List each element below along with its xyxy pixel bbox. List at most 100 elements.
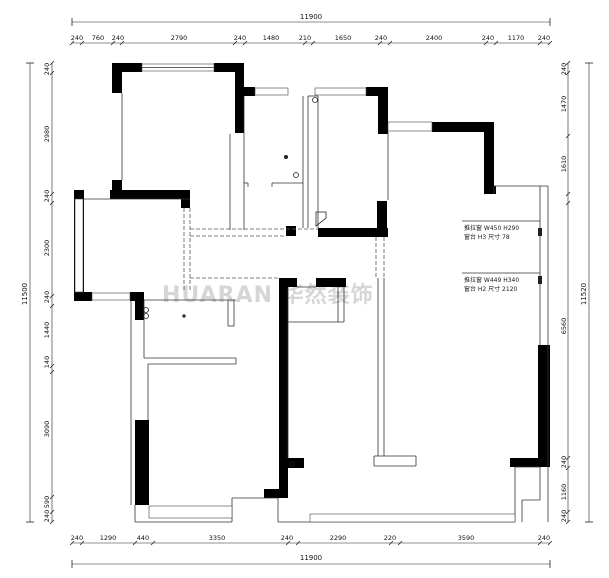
left-tick [49, 303, 55, 309]
left-tick [49, 509, 55, 515]
right-dim-1: 1470 [560, 96, 568, 113]
bottom-dim-3: 3350 [209, 534, 226, 542]
left-dim-8: 590 [43, 496, 51, 508]
window-left-room [74, 198, 84, 293]
window-note-1-line1: 推拉窗 W450 H290 [464, 224, 519, 232]
left-dim-2: 240 [43, 190, 51, 202]
top-dim-3: 2790 [171, 34, 188, 42]
left-dim-7: 3090 [43, 421, 51, 438]
bottom-dim-6: 220 [384, 534, 396, 542]
right-dim-5: 1160 [560, 484, 568, 501]
left-tick [49, 70, 55, 76]
bottom-tick [69, 540, 75, 546]
top-tick [547, 40, 553, 46]
right-dim-2: 1610 [560, 156, 568, 173]
left-dim-0: 240 [43, 63, 51, 75]
bottom-dim-7: 3590 [458, 534, 475, 542]
floor-drain-icon [182, 314, 186, 318]
pipe-icon [538, 276, 542, 284]
bottom-dim-2: 440 [137, 534, 149, 542]
top-tick [310, 40, 316, 46]
bottom-tick [547, 540, 553, 546]
window-note-1-line2: 窗台 H3 尺寸 78 [464, 233, 510, 241]
left-dim-9: 240 [43, 510, 51, 522]
top-tick [537, 40, 543, 46]
right-dimensions: 240 1470 1610 6560 240 1160 240 11520 [560, 60, 593, 525]
top-total-dimension: 11900 [300, 13, 322, 21]
bottom-tick [295, 540, 301, 546]
bottom-dim-5: 2290 [330, 534, 347, 542]
left-dim-6: 140 [43, 356, 51, 368]
right-tick [565, 200, 571, 206]
window-bottom-right [309, 513, 516, 523]
top-tick [302, 40, 308, 46]
top-dim-6: 210 [299, 34, 311, 42]
window-notes: 推拉窗 W450 H290 窗台 H3 尺寸 78 推拉窗 W449 H340 … [462, 220, 540, 293]
left-tick [49, 60, 55, 66]
bottom-dimensions: 240 1290 440 3350 240 2290 220 3590 240 … [69, 534, 553, 568]
drain-icon [143, 307, 149, 313]
top-dim-9: 2400 [426, 34, 443, 42]
window-top-middle [314, 87, 367, 96]
window-bottom-left [148, 505, 233, 519]
right-dim-3: 6560 [560, 318, 568, 335]
left-tick [49, 363, 55, 369]
top-dim-2: 240 [112, 34, 124, 42]
bottom-tick [285, 540, 291, 546]
right-tick [565, 455, 571, 461]
right-dim-6: 240 [560, 510, 568, 522]
bottom-dim-8: 240 [538, 534, 550, 542]
pipe-icon [538, 228, 542, 236]
left-total-dimension: 11500 [21, 283, 29, 305]
top-dimensions: 11900 240 760 240 2790 240 1480 210 1650… [69, 13, 553, 46]
top-tick [69, 40, 75, 46]
bottom-tick [79, 540, 85, 546]
bottom-tick [397, 540, 403, 546]
fixtures [143, 97, 542, 467]
top-tick [119, 40, 125, 46]
bottom-tick [132, 540, 138, 546]
top-dim-4: 240 [234, 34, 246, 42]
top-dim-7: 1650 [335, 34, 352, 42]
right-tick [565, 509, 571, 515]
left-dim-1: 2980 [43, 126, 51, 143]
left-tick [49, 369, 55, 375]
pipe-icon [315, 211, 327, 227]
top-tick [377, 40, 383, 46]
right-tick [565, 133, 571, 139]
bottom-tick [388, 540, 394, 546]
drain-icon [289, 461, 295, 467]
left-dim-5: 1440 [43, 322, 51, 339]
drain-icon [312, 97, 318, 103]
window-top-right [387, 121, 433, 132]
openings [183, 208, 385, 290]
top-tick [232, 40, 238, 46]
top-dim-12: 240 [538, 34, 550, 42]
right-tick [565, 465, 571, 471]
bottom-total-dimension: 11900 [300, 554, 322, 562]
top-tick [493, 40, 499, 46]
left-tick [49, 191, 55, 197]
top-tick [483, 40, 489, 46]
left-dim-4: 240 [43, 291, 51, 303]
bottom-dim-0: 240 [71, 534, 83, 542]
top-dim-0: 240 [71, 34, 83, 42]
bottom-tick [537, 540, 543, 546]
top-tick [79, 40, 85, 46]
left-tick [49, 293, 55, 299]
drain-icon [143, 313, 149, 319]
right-dim-0: 240 [560, 63, 568, 75]
bottom-dim-4: 240 [281, 534, 293, 542]
right-total-dimension: 11520 [580, 283, 588, 305]
partitions [74, 63, 549, 523]
right-dim-4: 240 [560, 456, 568, 468]
left-dim-3: 2300 [43, 240, 51, 257]
bottom-tick [150, 540, 156, 546]
floor-drain-icon [293, 172, 299, 178]
window-left-bottom [91, 292, 131, 301]
right-tick [565, 60, 571, 66]
floor-drain-icon [284, 155, 288, 159]
top-tick [387, 40, 393, 46]
top-dim-1: 760 [92, 34, 104, 42]
